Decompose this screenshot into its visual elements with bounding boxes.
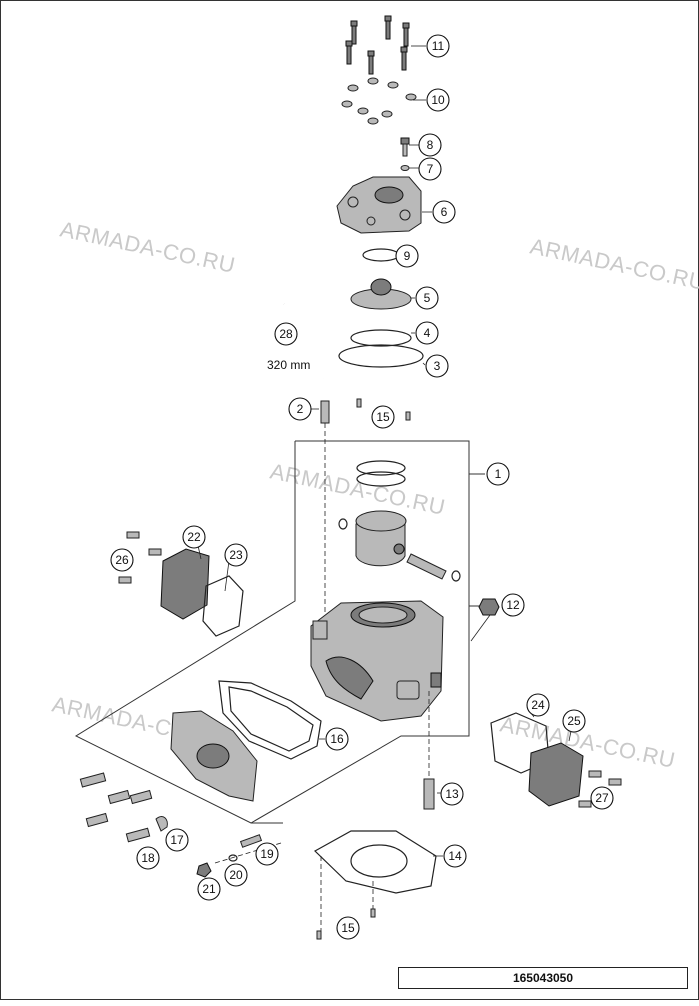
svg-text:25: 25 — [567, 714, 581, 728]
callout-15-top: 15 — [371, 405, 395, 429]
svg-text:13: 13 — [445, 787, 459, 801]
cylinder-stud-bottom — [423, 691, 435, 810]
cylinder-base-gasket — [314, 830, 437, 931]
svg-text:27: 27 — [595, 791, 609, 805]
svg-text:11: 11 — [432, 39, 445, 53]
cylinder-stud-top — [320, 400, 330, 621]
cover-gasket-left — [202, 575, 244, 637]
dowel-pin-bottom-right — [370, 908, 376, 918]
callout-8: 8 — [418, 133, 442, 157]
cylinder-head-bolts — [345, 15, 410, 75]
diagram-number-box: 165043050 — [398, 967, 688, 989]
svg-text:15: 15 — [376, 410, 390, 424]
diagram-number: 165043050 — [512, 971, 574, 985]
callout-28: 28 — [274, 322, 298, 346]
svg-text:14: 14 — [448, 849, 462, 863]
callout-6: 6 — [432, 200, 456, 224]
svg-text:4: 4 — [424, 326, 431, 340]
svg-text:9: 9 — [404, 249, 411, 263]
callout-10: 10 — [426, 88, 450, 112]
callout-27-left: 26 — [110, 548, 134, 572]
watermark-left-top: ARMADA-CO.RU — [58, 216, 238, 278]
callout-26: 25 — [562, 709, 586, 733]
exhaust-flange-gasket — [218, 680, 322, 760]
head-gasket-ring-large — [338, 344, 424, 368]
callout-14: 14 — [443, 844, 467, 868]
callout-2: 2 — [288, 397, 312, 421]
callout-13: 13 — [440, 782, 464, 806]
svg-text:6: 6 — [441, 205, 448, 219]
callout-15-bottom: 15 — [336, 916, 360, 940]
callout-12: 12 — [501, 593, 525, 617]
svg-text:20: 20 — [229, 868, 243, 882]
svg-text:1: 1 — [495, 467, 502, 481]
svg-text:24: 24 — [531, 698, 545, 712]
callout-3: 3 — [425, 354, 449, 378]
svg-text:5: 5 — [424, 291, 431, 305]
cylinder-nut — [470, 598, 500, 642]
callout-24: 23 — [224, 543, 248, 567]
exhaust-flange — [170, 710, 258, 802]
callout-20: 19 — [255, 842, 279, 866]
callout-5: 5 — [415, 286, 439, 310]
svg-text:18: 18 — [141, 851, 155, 865]
callout-19: 18 — [136, 846, 160, 870]
svg-text:17: 17 — [170, 833, 184, 847]
callout-18: 17 — [165, 828, 189, 852]
svg-text:15: 15 — [341, 921, 355, 935]
dowel-pin-left — [356, 398, 362, 408]
callout-7: 7 — [418, 157, 442, 181]
callout-16: 16 — [325, 727, 349, 751]
o-ring — [362, 248, 400, 262]
svg-text:12: 12 — [506, 598, 520, 612]
svg-text:7: 7 — [427, 162, 434, 176]
exhaust-control-cover-left — [118, 531, 210, 620]
svg-text:16: 16 — [330, 732, 344, 746]
callout-1: 1 — [486, 462, 510, 486]
watermark-right-bottom: ARMADA-CO.RU — [498, 711, 678, 773]
cylinder-head — [336, 176, 422, 234]
head-gasket-ring-small — [350, 329, 412, 347]
callout-25: 24 — [526, 693, 550, 717]
svg-text:28: 28 — [279, 327, 293, 341]
cylinder — [310, 600, 444, 722]
svg-text:23: 23 — [229, 548, 243, 562]
callout-23: 22 — [182, 525, 206, 549]
piston-assembly — [338, 460, 461, 582]
dowel-pin-bottom-left — [316, 930, 322, 940]
svg-text:22: 22 — [187, 530, 201, 544]
svg-text:3: 3 — [434, 359, 441, 373]
head-screw — [400, 137, 410, 171]
washers — [341, 77, 417, 125]
svg-text:10: 10 — [431, 93, 445, 107]
callout-9: 9 — [395, 244, 419, 268]
callout-22: 21 — [197, 877, 221, 901]
dowel-pin-right — [405, 411, 411, 421]
watermark-right-top: ARMADA-CO.RU — [528, 233, 699, 295]
svg-text:8: 8 — [427, 138, 434, 152]
svg-text:19: 19 — [260, 847, 274, 861]
callout-11: 11 — [426, 34, 450, 58]
hose-length-label: 320 mm — [267, 358, 310, 372]
exhaust-control-cover-right — [528, 742, 622, 808]
svg-text:21: 21 — [202, 882, 216, 896]
callout-4: 4 — [415, 321, 439, 345]
combustion-chamber-insert — [350, 278, 412, 310]
callout-21: 20 — [224, 863, 248, 887]
svg-text:2: 2 — [297, 402, 304, 416]
svg-text:26: 26 — [115, 553, 129, 567]
callout-27-right: 27 — [590, 786, 614, 810]
